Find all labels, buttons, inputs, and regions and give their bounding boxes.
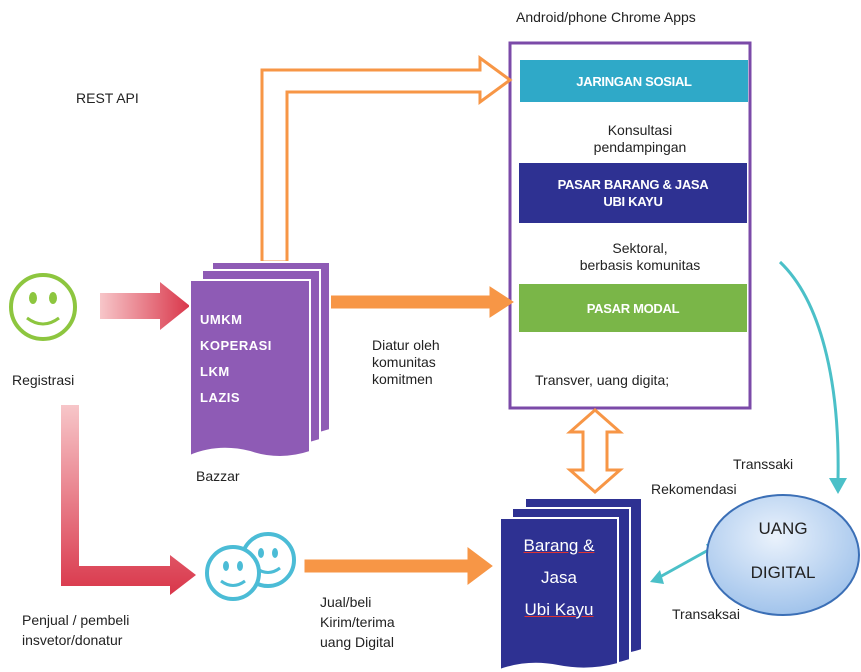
uang-digital-line-1: UANG [758, 519, 808, 538]
orange-arrow-to-barang [304, 547, 493, 585]
bazzar-item-koperasi: KOPERASI [200, 338, 272, 353]
orange-arrow-to-pasar-modal [329, 286, 514, 318]
barang-line-2: Jasa [541, 568, 577, 587]
jual-beli-label: Jual/beli Kirim/terima uang Digital [320, 594, 395, 650]
rest-api-label: REST API [76, 90, 139, 106]
diatur-label: Diatur oleh komunitas komitmen [372, 337, 440, 387]
note-konsultasi: Konsultasi pendampingan [593, 122, 687, 155]
registrasi-label: Registrasi [12, 372, 75, 388]
orange-arrow-up-to-jaringan [260, 55, 513, 264]
red-arrow-to-bazzar [100, 282, 190, 330]
penjual-label: Penjual / pembeli insvetor/donatur [22, 612, 130, 648]
bazzar-item-lazis: LAZIS [200, 390, 241, 405]
registrasi-face [9, 273, 77, 341]
transaksai-label: Transaksai [672, 606, 740, 622]
barang-line-3: Ubi Kayu [524, 600, 594, 619]
bazzar-label: Bazzar [196, 468, 240, 484]
teal-short-arrowhead-left [650, 570, 664, 584]
bar-pasar-barang: PASAR BARANG & JASA UBI KAYU [519, 163, 747, 223]
note-transver: Transver, uang digita; [535, 372, 670, 388]
red-arrow-to-people [61, 405, 196, 595]
barang-line-1: Barang & [523, 536, 595, 555]
rekomendasi-label: Rekomendasi [651, 481, 737, 497]
uang-digital-line-2: DIGITAL [750, 563, 816, 582]
barang-doc-front [499, 517, 619, 672]
bar-jaringan-sosial: JARINGAN SOSIAL [520, 60, 748, 102]
teal-curve-arrow [778, 260, 840, 481]
note-sektoral: Sektoral, berbasis komunitas [579, 240, 701, 273]
bazzar-doc-front [189, 279, 311, 458]
orange-double-arrow [566, 408, 624, 494]
apps-title: Android/phone Chrome Apps [516, 9, 696, 25]
bazzar-item-umkm: UMKM [200, 312, 243, 327]
transsaki-label: Transsaki [733, 456, 794, 472]
teal-curve-arrowhead [829, 478, 847, 494]
app-panel-frame [508, 41, 752, 410]
bazzar-item-lkm: LKM [200, 364, 230, 379]
uang-digital-ellipse [706, 494, 860, 616]
people-face-front [205, 545, 261, 601]
bar-pasar-modal: PASAR MODAL [519, 284, 747, 332]
